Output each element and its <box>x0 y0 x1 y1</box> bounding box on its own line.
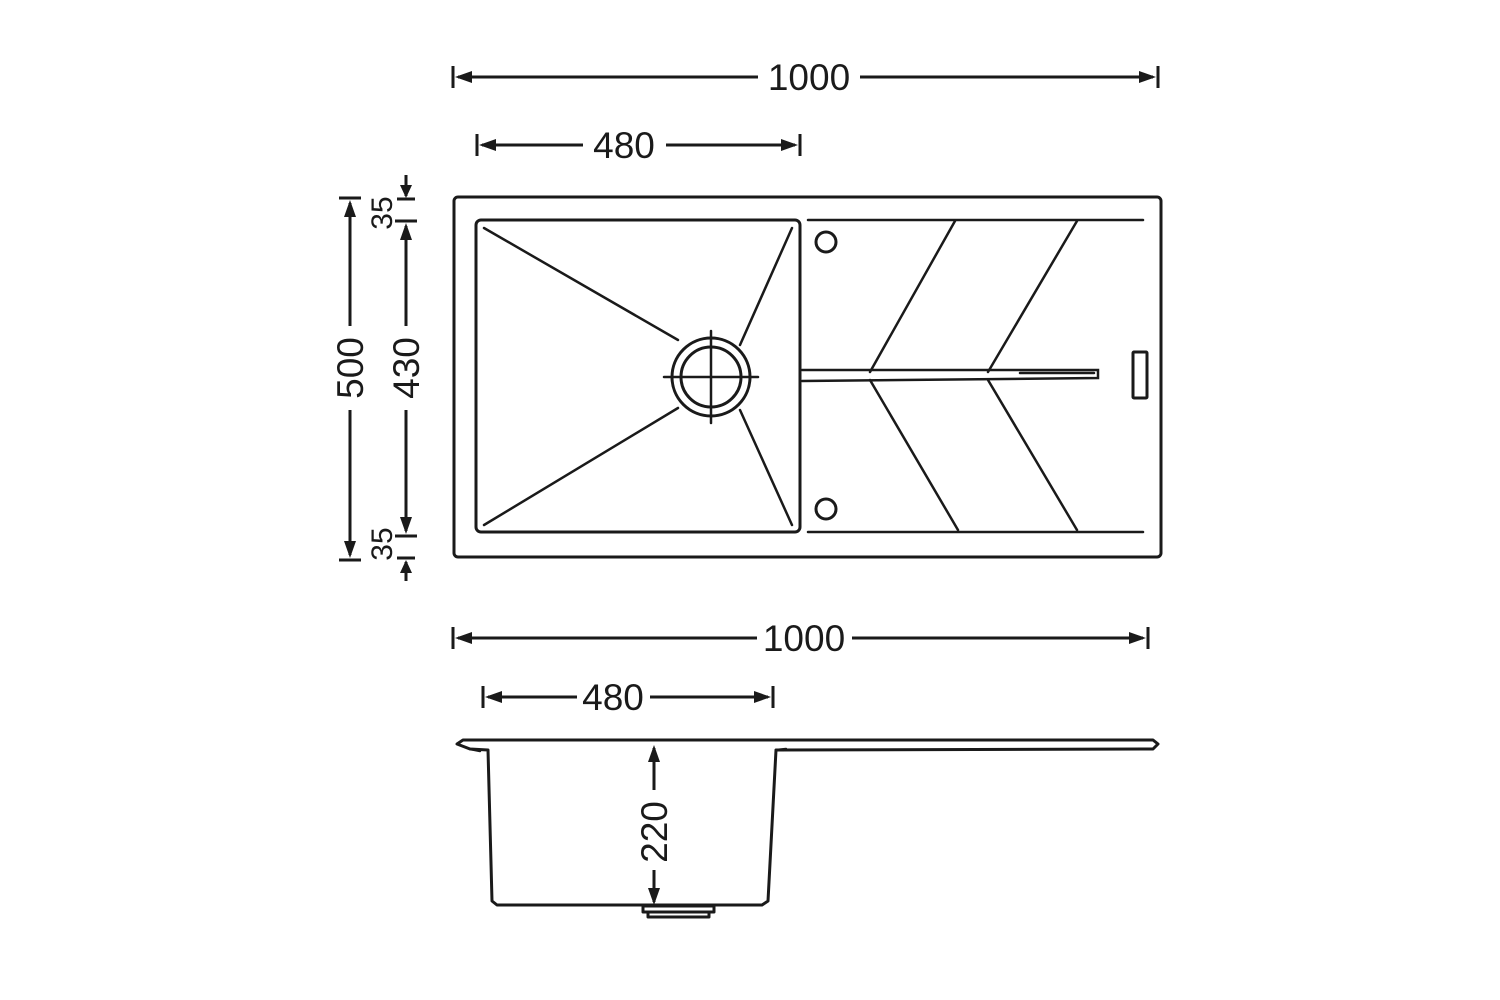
dim-side-overall-length: 1000 <box>451 618 1150 659</box>
dim-label-430: 430 <box>386 337 427 399</box>
tap-hole-icon <box>814 230 838 254</box>
dim-label-top-1000: 1000 <box>768 57 850 98</box>
dim-bowl-depth: 430 <box>386 219 427 538</box>
drainer-board <box>800 218 1145 534</box>
overflow-slot <box>1131 350 1149 400</box>
dim-bowl-height: 220 <box>634 745 675 905</box>
dim-overall-depth: 500 <box>330 196 371 562</box>
sink-side-profile <box>455 738 1160 907</box>
dim-label-side-1000: 1000 <box>763 618 845 659</box>
dim-top-rim: 35 <box>366 175 415 230</box>
bowl-outline <box>474 218 802 534</box>
dim-top-bowl-length: 480 <box>475 125 802 166</box>
dim-label-bottom-35: 35 <box>366 527 399 560</box>
bowl-slopes <box>482 226 794 527</box>
dim-top-overall-length: 1000 <box>451 57 1160 98</box>
dim-label-top-480: 480 <box>593 125 655 166</box>
tap-hole-icon <box>814 497 838 521</box>
drain-outlet-icon <box>641 904 716 919</box>
dim-label-220: 220 <box>634 801 675 863</box>
strainer-icon <box>662 329 760 425</box>
dim-side-bowl-length: 480 <box>481 677 775 718</box>
dim-label-side-480: 480 <box>582 677 644 718</box>
top-view: 1000 480 500 <box>330 57 1163 581</box>
dim-bottom-rim: 35 <box>366 527 415 581</box>
dim-label-top-35: 35 <box>366 196 399 229</box>
dim-label-500: 500 <box>330 337 371 399</box>
sink-outer-outline <box>452 195 1163 559</box>
side-view: 1000 480 220 <box>451 618 1160 919</box>
